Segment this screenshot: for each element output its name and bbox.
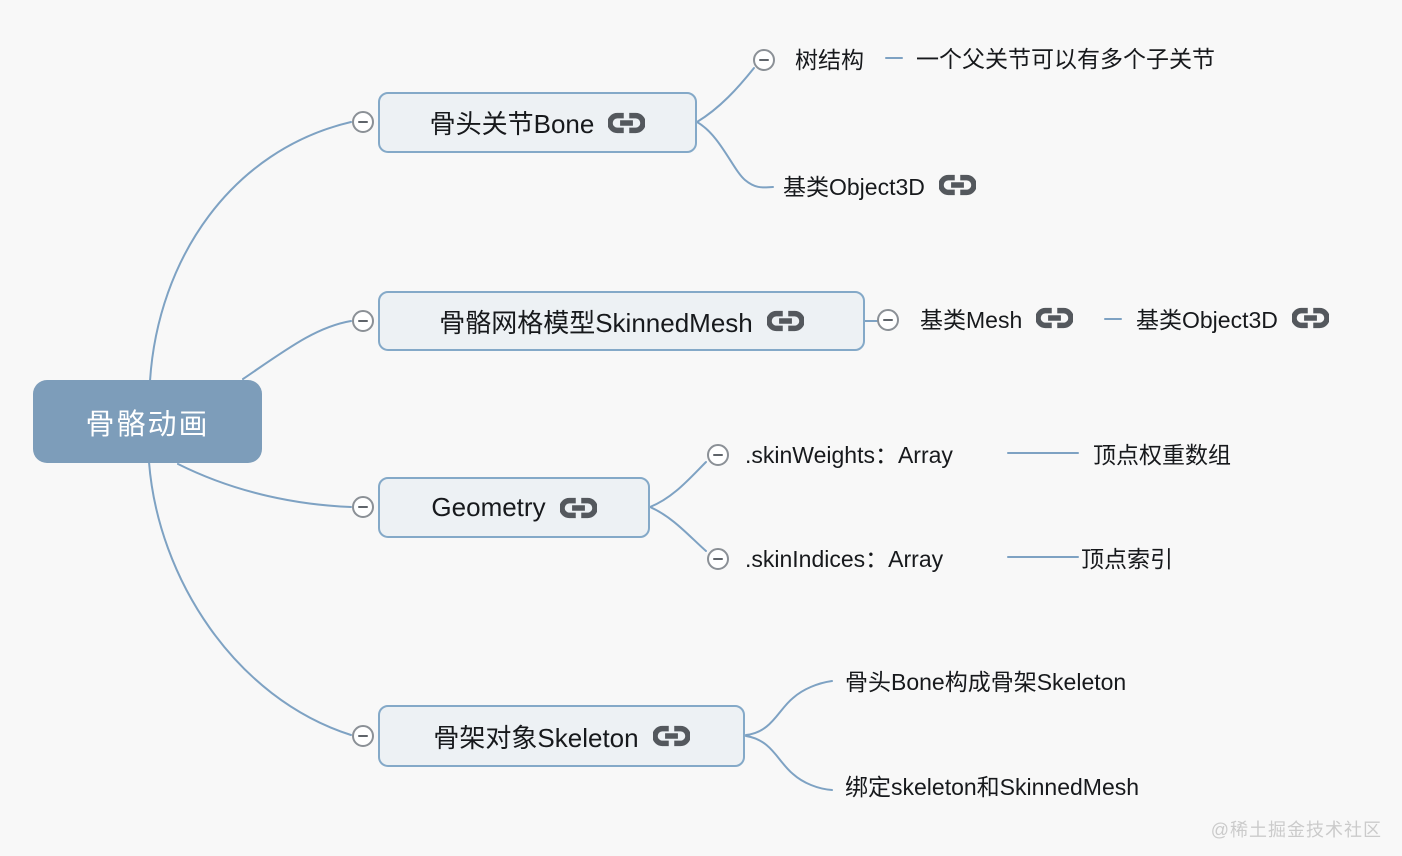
collapse-icon[interactable] bbox=[352, 310, 374, 332]
edge bbox=[745, 680, 833, 736]
link-icon[interactable] bbox=[766, 310, 804, 332]
subtopic-label: 基类Object3D bbox=[1136, 307, 1278, 333]
link-icon[interactable] bbox=[652, 725, 690, 747]
collapse-icon[interactable] bbox=[352, 725, 374, 747]
root-topic-label: 骨骼动画 bbox=[85, 408, 210, 441]
link-icon[interactable] bbox=[608, 112, 646, 134]
subtopic-skinindices[interactable]: .skinIndices：Array bbox=[745, 542, 943, 572]
topic-label: Geometry bbox=[431, 492, 546, 522]
minus-glyph bbox=[358, 505, 368, 509]
minus-glyph bbox=[883, 318, 893, 322]
topic-label: 骨头关节Bone bbox=[429, 109, 595, 139]
subtopic-parent-child-note[interactable]: 一个父关节可以有多个子关节 bbox=[916, 42, 1215, 72]
topic-label: 骨骼网格模型SkinnedMesh bbox=[439, 307, 753, 338]
subtopic-label: 基类Object3D bbox=[783, 174, 925, 200]
topic-skeleton[interactable]: 骨架对象Skeleton bbox=[378, 705, 745, 767]
topic-label: 骨架对象Skeleton bbox=[433, 722, 639, 753]
link-icon[interactable] bbox=[1036, 307, 1074, 329]
subtopic-bind-skeleton-skinnedmesh[interactable]: 绑定skeleton和SkinnedMesh bbox=[845, 770, 1139, 800]
subtopic-label: 基类Mesh bbox=[920, 307, 1023, 333]
edge bbox=[242, 320, 352, 380]
edge bbox=[148, 461, 352, 736]
root-topic[interactable]: 骨骼动画 bbox=[33, 380, 262, 463]
subtopic-label: 顶点索引 bbox=[1081, 546, 1173, 572]
subtopic-label: 一个父关节可以有多个子关节 bbox=[916, 46, 1215, 72]
subtopic-label: 树结构 bbox=[795, 47, 864, 73]
collapse-icon[interactable] bbox=[707, 548, 729, 570]
link-icon[interactable] bbox=[938, 174, 976, 196]
subtopic-label: 顶点权重数组 bbox=[1093, 442, 1231, 468]
subtopic-base-mesh[interactable]: 基类Mesh bbox=[920, 303, 1074, 333]
subtopic-skinweights[interactable]: .skinWeights：Array bbox=[745, 438, 953, 468]
edge bbox=[177, 463, 352, 508]
edge bbox=[745, 735, 833, 791]
collapse-icon[interactable] bbox=[707, 444, 729, 466]
minus-glyph bbox=[713, 557, 723, 561]
collapse-icon[interactable] bbox=[352, 496, 374, 518]
subtopic-label: 骨头Bone构成骨架Skeleton bbox=[845, 669, 1127, 695]
subtopic-bone-forms-skeleton[interactable]: 骨头Bone构成骨架Skeleton bbox=[845, 665, 1126, 695]
subtopic-label: 绑定skeleton和SkinnedMesh bbox=[845, 774, 1140, 800]
collapse-icon[interactable] bbox=[352, 111, 374, 133]
topic-geometry[interactable]: Geometry bbox=[378, 477, 650, 538]
subtopic-label: .skinIndices：Array bbox=[745, 546, 944, 572]
topic-skinnedmesh[interactable]: 骨骼网格模型SkinnedMesh bbox=[378, 291, 865, 351]
subtopic-label: .skinWeights：Array bbox=[745, 442, 953, 468]
link-icon[interactable] bbox=[1291, 307, 1329, 329]
subtopic-tree-structure[interactable]: 树结构 bbox=[795, 43, 864, 73]
edge bbox=[696, 67, 755, 123]
edge bbox=[649, 461, 707, 508]
minus-glyph bbox=[358, 319, 368, 323]
subtopic-mesh-base-object3d[interactable]: 基类Object3D bbox=[1136, 303, 1329, 333]
link-icon[interactable] bbox=[559, 497, 597, 519]
watermark: @稀土掘金技术社区 bbox=[1210, 820, 1382, 840]
subtopic-vertex-index[interactable]: 顶点索引 bbox=[1081, 542, 1173, 572]
minus-glyph bbox=[713, 453, 723, 457]
minus-glyph bbox=[358, 120, 368, 124]
minus-glyph bbox=[759, 58, 769, 62]
collapse-icon[interactable] bbox=[877, 309, 899, 331]
subtopic-vertex-weight-array[interactable]: 顶点权重数组 bbox=[1093, 438, 1231, 468]
subtopic-bone-base-object3d[interactable]: 基类Object3D bbox=[783, 170, 976, 200]
edge bbox=[649, 506, 707, 552]
edge bbox=[696, 121, 774, 189]
minus-glyph bbox=[358, 734, 368, 738]
topic-bone[interactable]: 骨头关节Bone bbox=[378, 92, 697, 153]
collapse-icon[interactable] bbox=[753, 49, 775, 71]
edge bbox=[149, 121, 352, 382]
